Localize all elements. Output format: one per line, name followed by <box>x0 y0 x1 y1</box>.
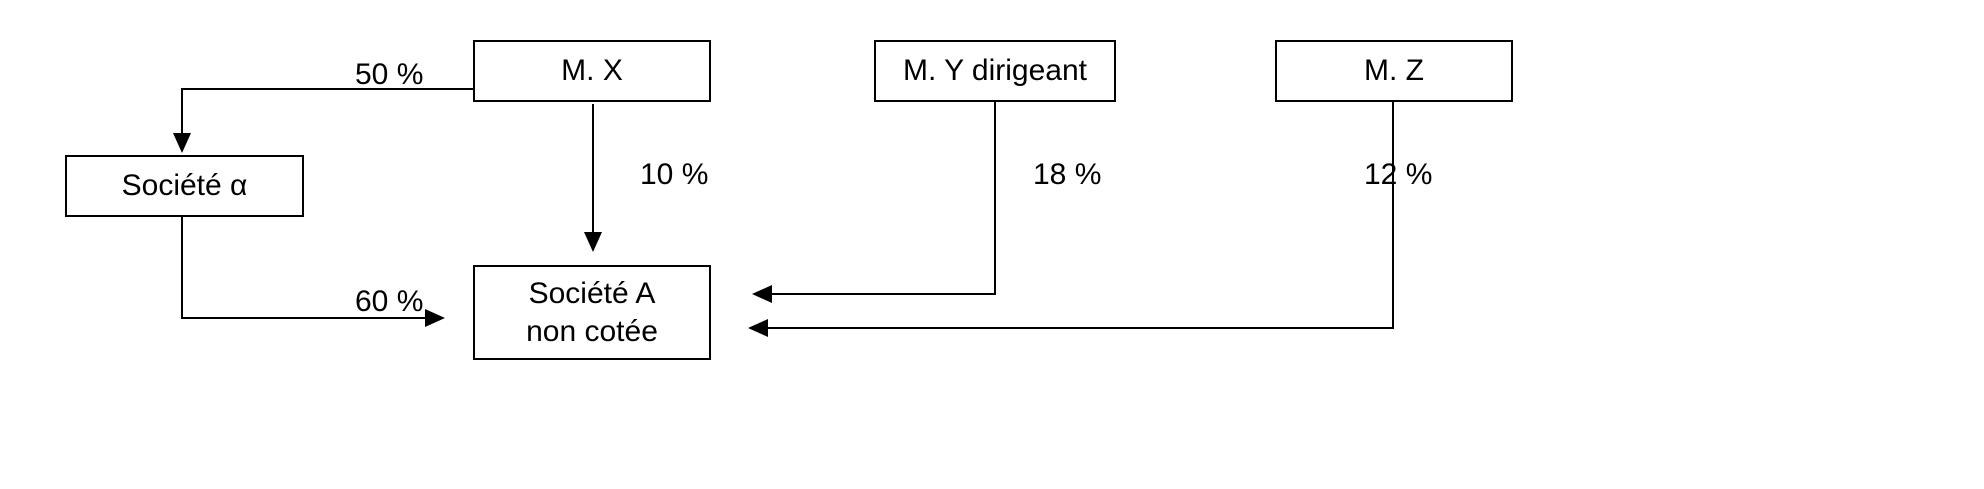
node-m-z: M. Z <box>1275 40 1513 102</box>
node-m-y-dirigeant: M. Y dirigeant <box>874 40 1116 102</box>
node-m-y-label: M. Y dirigeant <box>903 54 1087 87</box>
node-societe-a: Société A non cotée <box>473 265 711 360</box>
edge-label-mx-to-a: 10 % <box>640 158 709 191</box>
arrow-alpha-to-a <box>181 215 430 319</box>
edge-label-mz-to-a: 12 % <box>1364 158 1433 191</box>
arrowhead-mz-to-a <box>748 319 768 337</box>
arrowhead-mx-to-alpha <box>173 133 191 153</box>
node-societe-a-label: Société A non cotée <box>526 276 658 348</box>
node-m-x: M. X <box>473 40 711 102</box>
arrow-mz-to-a <box>764 101 1394 329</box>
node-m-x-label: M. X <box>561 54 623 87</box>
arrowhead-alpha-to-a <box>425 309 445 327</box>
edge-label-my-to-a: 18 % <box>1033 158 1102 191</box>
arrowhead-mx-to-a <box>584 232 602 252</box>
arrowhead-my-to-a <box>752 285 772 303</box>
edge-label-mx-to-alpha: 50 % <box>355 58 424 91</box>
node-societe-alpha: Société α <box>65 155 304 217</box>
arrow-my-to-a <box>768 101 996 295</box>
edge-label-alpha-to-a: 60 % <box>355 285 424 318</box>
arrow-mx-to-alpha <box>181 88 473 143</box>
node-m-z-label: M. Z <box>1364 54 1424 87</box>
node-societe-alpha-label: Société α <box>121 169 248 202</box>
